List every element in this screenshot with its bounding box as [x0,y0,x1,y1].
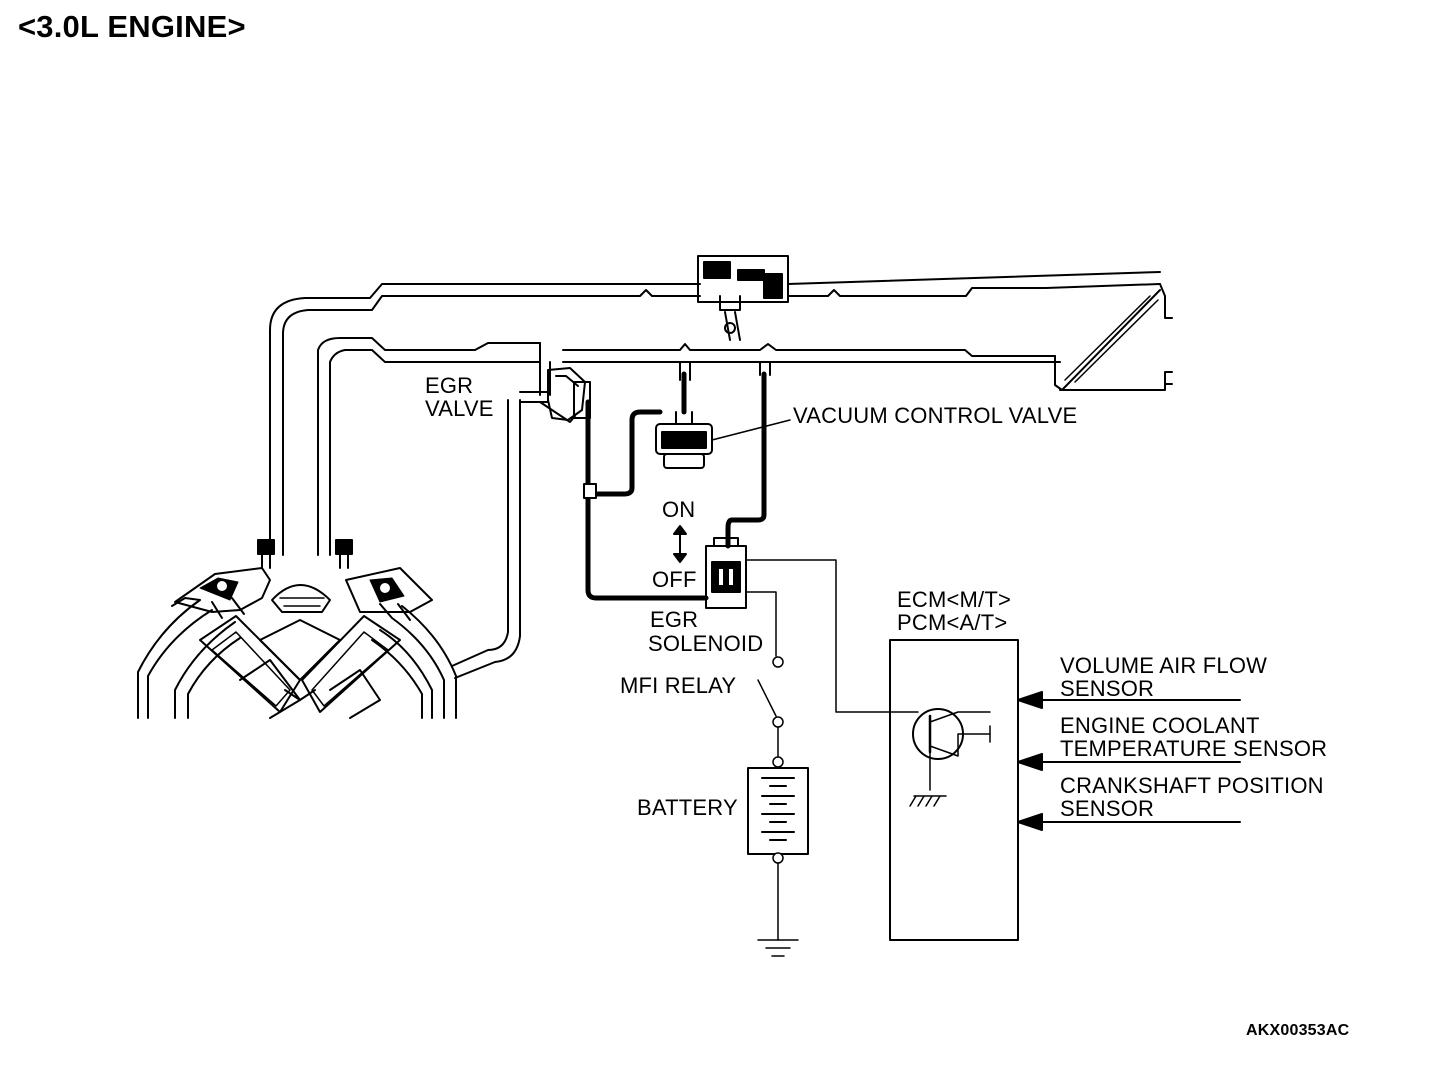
vacuum-control-valve-label: VACUUM CONTROL VALVE [793,403,1078,428]
off-label: OFF [652,567,697,592]
pcm-label: PCM<A/T> [897,610,1008,635]
sensor-engine-coolant-line1: ENGINE COOLANT [1060,713,1260,738]
throttle-sensor [697,255,789,341]
on-off-arrow [673,525,687,563]
egr-pipe [451,399,521,679]
egr-valve-label-line2: VALVE [425,396,494,421]
egr-solenoid [705,537,747,609]
ecm-label: ECM<M/T> [897,587,1012,612]
page-title: <3.0L ENGINE> [18,9,246,44]
ecm-pcm-box [889,639,1019,941]
engine-cutaway [137,539,457,719]
sensor-crankshaft-position-line1: CRANKSHAFT POSITION [1060,773,1324,798]
mfi-relay-label: MFI RELAY [620,673,737,698]
vacuum-hoses [585,371,767,601]
sensor-crankshaft-position-line2: SENSOR [1060,796,1155,821]
egr-solenoid-label-line2: SOLENOID [648,631,764,656]
egr-valve [519,367,591,423]
battery-label: BATTERY [637,795,738,820]
sensor-volume-air-flow-line2: SENSOR [1060,676,1155,701]
battery-cells [761,777,795,841]
figure-code: AKX00353AC [1246,1022,1350,1039]
sensor-input-arrows [1017,691,1241,831]
sensor-volume-air-flow-line1: VOLUME AIR FLOW [1060,653,1268,678]
egr-solenoid-label-line1: EGR [650,607,699,632]
egr-valve-label-line1: EGR [425,373,474,398]
on-label: ON [662,497,696,522]
throttle-body [1054,283,1173,391]
sensor-engine-coolant-line2: TEMPERATURE SENSOR [1060,736,1328,761]
vacuum-control-valve [655,411,791,469]
electrical-wiring [745,559,919,957]
hose-tee [583,483,597,499]
intake-duct [269,271,1161,556]
